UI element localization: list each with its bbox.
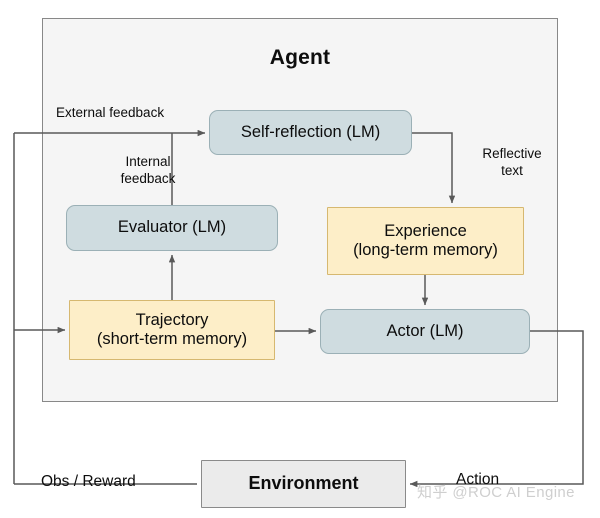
node-environment-label: Environment [248,473,359,494]
watermark: 知乎 @ROC AI Engine [417,484,575,501]
label-action: Action [456,471,500,488]
node-trajectory[interactable]: Trajectory (short-term memory) [69,300,275,360]
node-experience-subtitle: (long-term memory) [353,241,498,259]
label-reflective-text: Reflective text [482,146,542,178]
label-internal-feedback: Internal feedback [120,154,176,186]
node-actor-label: Actor (LM) [386,321,464,340]
node-environment[interactable]: Environment [201,460,406,508]
node-evaluator[interactable]: Evaluator (LM) [66,205,278,251]
node-evaluator-label: Evaluator (LM) [117,218,227,237]
node-trajectory-subtitle: (short-term memory) [96,330,248,348]
node-experience[interactable]: Experience (long-term memory) [327,207,524,275]
node-trajectory-title: Trajectory [135,310,209,329]
label-external-feedback: External feedback [56,105,165,120]
node-self-reflection-label: Self-reflection (LM) [240,122,381,141]
agent-title: Agent [269,46,331,69]
node-experience-title: Experience [384,221,467,240]
label-obs-reward: Obs / Reward [41,473,136,490]
node-actor[interactable]: Actor (LM) [320,309,530,354]
node-self-reflection[interactable]: Self-reflection (LM) [209,110,412,155]
